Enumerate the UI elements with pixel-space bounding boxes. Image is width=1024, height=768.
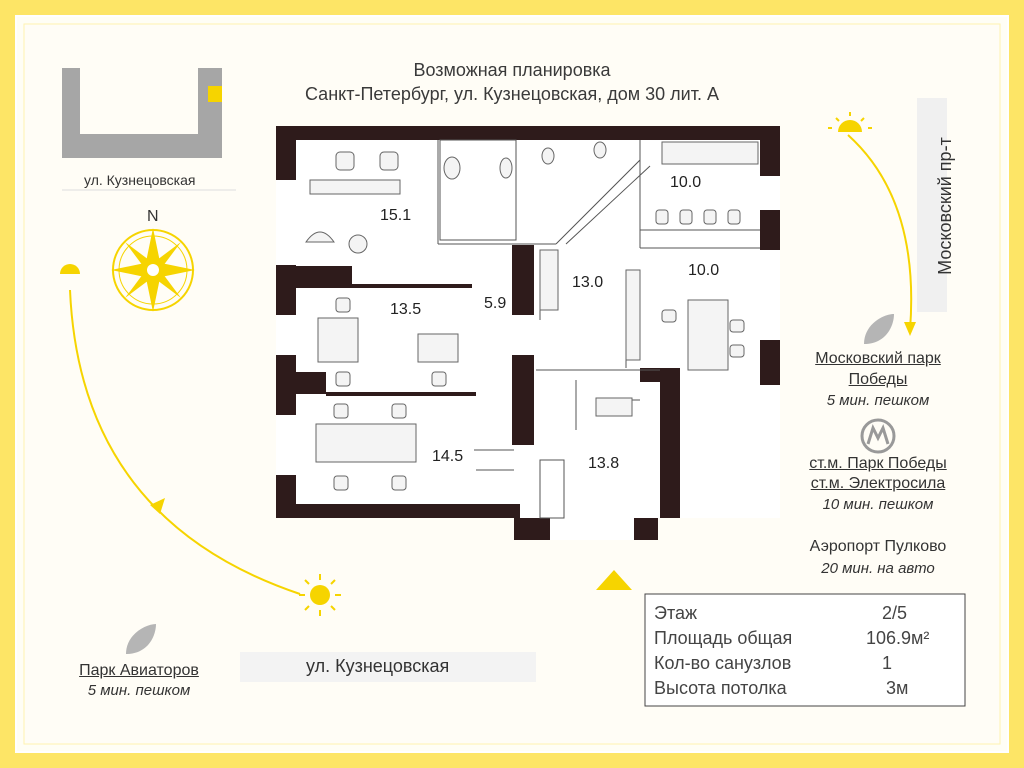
floor-label: Этаж — [654, 603, 698, 623]
compass-north-label: N — [147, 208, 159, 225]
area-value: 106.9м² — [866, 628, 930, 648]
page-title: Возможная планировка — [413, 60, 611, 80]
floor-plan — [276, 126, 780, 590]
entrance-marker — [596, 570, 632, 590]
metro-station-link[interactable]: ст.м. Парк Победы — [809, 455, 947, 472]
metro-time: 10 мин. пешком — [822, 496, 934, 513]
mini-map — [62, 68, 236, 191]
room-area-label: 13.0 — [572, 274, 604, 291]
sun-half-icon — [60, 264, 80, 274]
park-aviatorov-link[interactable]: Парк Авиаторов — [79, 662, 199, 679]
airport-name: Аэропорт Пулково — [809, 538, 947, 555]
bathrooms-value: 1 — [882, 653, 893, 673]
room-area-label: 13.8 — [588, 455, 620, 472]
leaf-icon — [864, 314, 894, 344]
sun-path-left — [60, 264, 301, 595]
right-street-strip — [917, 98, 947, 312]
mini-map-street: ул. Кузнецовская — [84, 172, 196, 188]
bottom-street-label: ул. Кузнецовская — [306, 656, 450, 676]
right-street-label: Московский пр-т — [935, 137, 955, 275]
park-pobedy-time: 5 мин. пешком — [826, 392, 930, 409]
sun-path-right — [828, 112, 916, 336]
park-pobedy-link-2[interactable]: Победы — [848, 371, 908, 388]
room-area-label: 15.1 — [380, 207, 412, 224]
page-subtitle: Санкт-Петербург, ул. Кузнецовская, дом 3… — [304, 84, 719, 104]
metro-station-link-2[interactable]: ст.м. Электросила — [810, 475, 946, 492]
park-aviatorov-time: 5 мин. пешком — [87, 682, 191, 699]
room-area-label: 5.9 — [484, 295, 507, 312]
metro-icon — [860, 418, 896, 454]
ceiling-height-label: Высота потолка — [654, 678, 787, 698]
info-box — [644, 593, 966, 707]
park-pobedy-link[interactable]: Московский парк — [815, 350, 941, 367]
area-label: Площадь общая — [654, 628, 793, 648]
compass-icon — [111, 228, 195, 312]
sun-rising-icon — [828, 112, 872, 132]
floor-value: 2/5 — [882, 603, 908, 623]
bottom-street-strip — [240, 652, 536, 682]
mini-map-marker — [208, 86, 222, 102]
room-area-label: 13.5 — [390, 301, 422, 318]
airport-time: 20 мин. на авто — [821, 560, 935, 577]
room-area-label: 14.5 — [432, 448, 464, 465]
leaf-icon — [126, 624, 156, 654]
ceiling-height-value: 3м — [886, 678, 909, 698]
room-area-label: 10.0 — [688, 262, 720, 279]
sun-icon — [299, 574, 341, 616]
bathrooms-label: Кол-во санузлов — [654, 653, 792, 673]
room-area-label: 10.0 — [670, 174, 702, 191]
